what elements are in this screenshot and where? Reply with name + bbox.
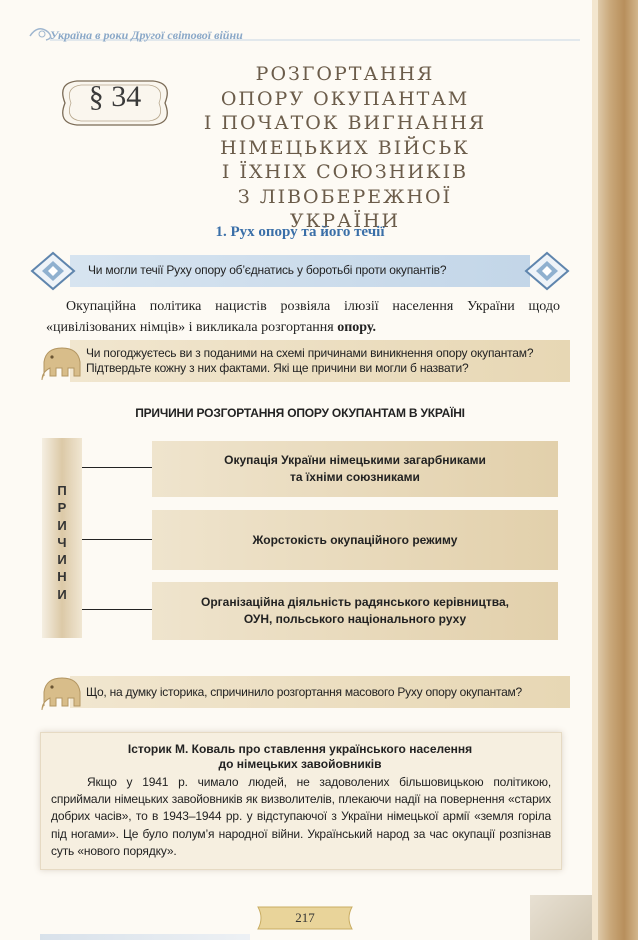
question-bar <box>70 676 570 708</box>
mammoth-icon <box>41 677 81 711</box>
task-line: Підтвердьте кожну з них фактами. Які ще … <box>86 361 469 375</box>
side-label-letter: Н <box>57 569 67 585</box>
connector-line <box>82 467 152 468</box>
title-line: НІМЕЦЬКИХ ВІЙСЬК <box>220 136 470 159</box>
quote-body: Якщо у 1941 р. чимало людей, не задоволе… <box>51 775 551 858</box>
left-ornament-icon <box>30 251 76 291</box>
paragraph-bold-term: опору. <box>337 320 377 335</box>
quote-title: Історик М. Коваль про ставлення українсь… <box>40 742 560 772</box>
task-line: Чи погоджуєтесь ви з поданими на схемі п… <box>86 346 534 360</box>
quote-title-line: до німецьких завойовників <box>218 757 382 771</box>
page-edge-decoration <box>592 0 638 940</box>
running-title: Україна в роки Другої світової війни <box>50 28 243 42</box>
page-number-banner-icon <box>257 906 353 930</box>
title-line: ОПОРУ ОКУПАНТАМ <box>220 87 470 110</box>
connector-line <box>82 609 152 610</box>
cause-line: ОУН, польського національного руху <box>243 612 467 626</box>
task-bar <box>70 340 570 382</box>
side-label-letter: И <box>57 552 67 568</box>
cause-line: Організаційна діяльність радянського кер… <box>201 595 509 609</box>
footer-strip <box>40 934 250 940</box>
task-text: Чи погоджуєтесь ви з поданими на схемі п… <box>86 346 534 376</box>
title-line: І ПОЧАТОК ВИГНАННЯ <box>203 112 487 134</box>
body-paragraph: Окупаційна політика нацистів розвіяла іл… <box>46 296 560 338</box>
mammoth-icon <box>41 347 81 381</box>
title-line: РОЗГОРТАННЯ <box>255 63 435 85</box>
corner-decoration <box>530 895 592 940</box>
cause-box: Організаційна діяльність радянського кер… <box>152 582 558 640</box>
scheme-side-bar <box>42 438 82 638</box>
question-text: Що, на думку історика, спричинило розгор… <box>86 685 522 699</box>
section-number: § 34 <box>88 80 142 113</box>
subsection-heading: 1. Рух опору та його течії <box>215 224 385 240</box>
cause-line: Окупація України німецькими загарбниками <box>224 453 486 467</box>
quote-title-line: Історик М. Коваль про ставлення українсь… <box>127 742 473 756</box>
historian-quote-box <box>40 732 562 870</box>
paragraph-text: Окупаційна політика нацистів розвіяла іл… <box>46 299 560 335</box>
side-label-letter: Р <box>57 500 67 516</box>
title-line: З ЛІВОБЕРЕЖНОЇ УКРАЇНИ <box>237 185 453 233</box>
cause-line: Жорстокість окупаційного режиму <box>252 532 458 547</box>
question-text: Чи могли течії Руху опору об’єднатись у … <box>88 263 447 277</box>
cause-box: Жорстокість окупаційного режиму <box>152 510 558 570</box>
question-bar <box>70 255 530 287</box>
side-label-letter: П <box>57 483 67 498</box>
side-label-letter: Ч <box>57 534 67 550</box>
scheme-title: ПРИЧИНИ РОЗГОРТАННЯ ОПОРУ ОКУПАНТАМ В УК… <box>135 406 465 420</box>
title-line: І ЇХНІХ СОЮЗНИКІВ <box>221 161 469 183</box>
connector-line <box>82 539 152 540</box>
cause-box: Окупація України німецькими загарбниками… <box>152 441 558 497</box>
page-title: РОЗГОРТАННЯ ОПОРУ ОКУПАНТАМ І ПОЧАТОК ВИ… <box>192 62 498 234</box>
side-label-letter: И <box>57 517 67 533</box>
right-ornament-icon <box>524 251 570 291</box>
header-ornament-icon <box>29 28 580 41</box>
section-badge-icon <box>62 80 168 126</box>
page-number: 217 <box>295 910 315 925</box>
side-label-letter: И <box>57 586 67 602</box>
cause-line: та їхніми союзниками <box>290 470 420 484</box>
